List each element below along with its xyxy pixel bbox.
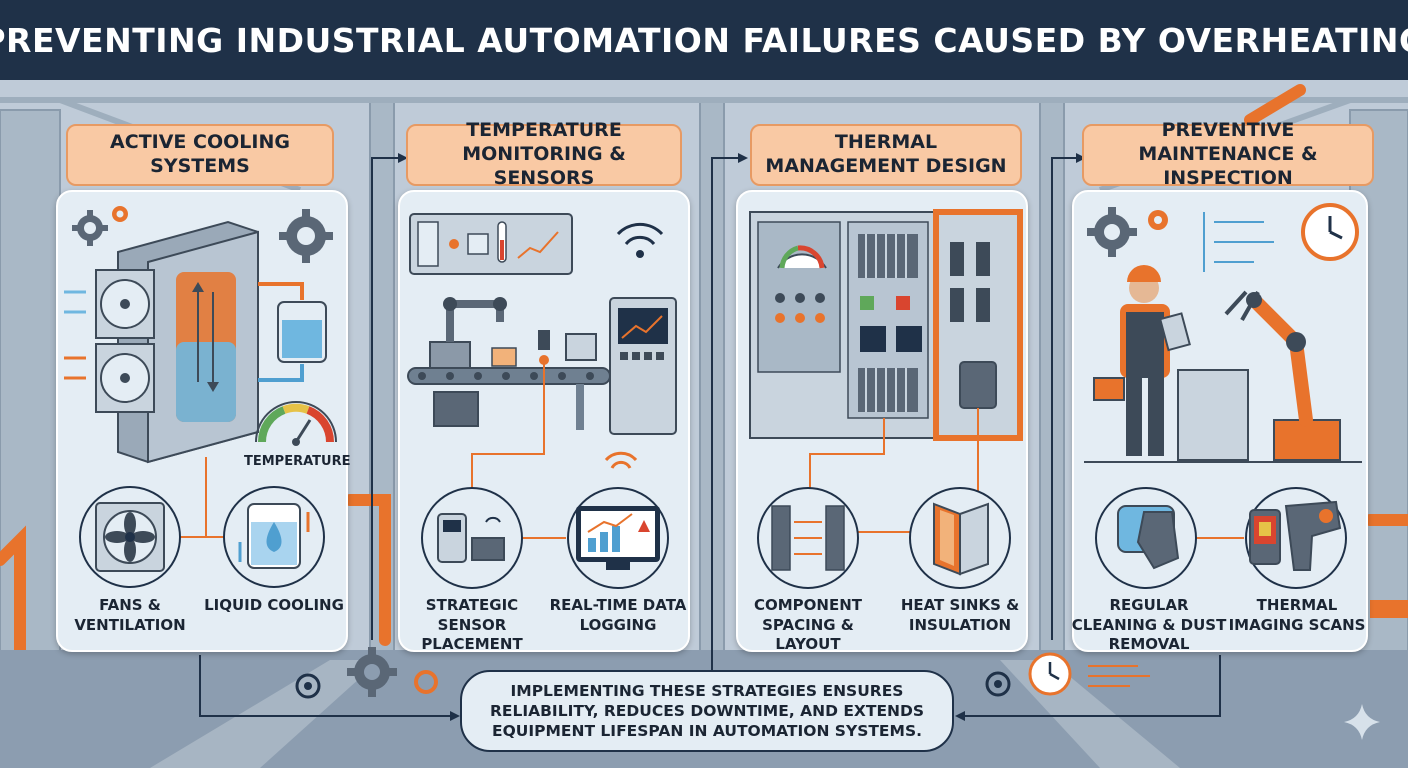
- sensor-icon: [538, 330, 550, 365]
- control-panel-icon: [409, 213, 573, 275]
- connector-to-footer-left: [199, 655, 455, 717]
- control-console-icon: [1177, 369, 1249, 461]
- section-title-preventive-maintenance: PREVENTIVE MAINTENANCE & INSPECTION: [1082, 119, 1374, 189]
- robot-arm-icon: [1224, 290, 1341, 461]
- summary-text: IMPLEMENTING THESE STRATEGIES ENSURES RE…: [489, 681, 925, 741]
- section-title-thermal-management: THERMAL MANAGEMENT DESIGN: [750, 124, 1022, 186]
- connector-3-4: [1051, 157, 1078, 640]
- sensor-module-icon: [565, 333, 597, 361]
- temperature-gauge-icon: [255, 401, 337, 446]
- item-label-fans-ventilation: FANS & VENTILATION: [74, 596, 186, 634]
- item-label-strategic-sensor-placement: STRATEGIC SENSOR PLACEMENT: [421, 596, 523, 653]
- item-label-regular-cleaning: REGULAR CLEANING & DUST REMOVAL: [1071, 596, 1227, 653]
- insulation-icon: [909, 487, 1011, 589]
- connector-to-footer-right: [960, 655, 1221, 717]
- temperature-label: TEMPERATURE: [244, 454, 351, 469]
- item-label-thermal-imaging-scans: THERMAL IMAGING SCANS: [1228, 596, 1366, 634]
- conveyor-belt-icon: [407, 367, 611, 430]
- item-label-component-spacing-layout: COMPONENT SPACING & LAYOUT: [753, 596, 863, 653]
- robot-arm-icon: [429, 297, 517, 369]
- technician-icon: [1093, 265, 1191, 456]
- component-spacing-icon: [757, 487, 859, 589]
- section-title-active-cooling: ACTIVE COOLING SYSTEMS: [66, 124, 334, 186]
- gear-icon: [72, 210, 108, 246]
- fan-icon: [79, 486, 181, 588]
- control-cabinet-icon: [609, 297, 677, 435]
- item-label-real-time-data-logging: REAL-TIME DATA LOGGING: [549, 596, 687, 634]
- item-label-heat-sinks-insulation: HEAT SINKS & INSULATION: [900, 596, 1020, 634]
- cleaning-glove-icon: [1095, 487, 1197, 589]
- cooling-cabinet-icon: [95, 220, 259, 464]
- panel-thermal-management: COMPONENT SPACING & LAYOUT HEAT SINKS & …: [736, 190, 1028, 653]
- title-banner: PREVENTING INDUSTRIAL AUTOMATION FAILURE…: [0, 0, 1408, 80]
- wifi-icon: [616, 222, 664, 246]
- panel-active-cooling: TEMPERATURE FANS & VENTILATION LIQUID CO…: [56, 190, 351, 652]
- page-title: PREVENTING INDUSTRIAL AUTOMATION FAILURE…: [0, 20, 1408, 60]
- connector-2-3: [711, 157, 740, 672]
- thermal-camera-icon: [1245, 487, 1347, 589]
- panel-preventive-maintenance: REGULAR CLEANING & DUST REMOVAL THERMAL …: [1071, 190, 1368, 653]
- gear-icon: [279, 209, 333, 263]
- connector-1-2: [371, 157, 400, 640]
- monitor-chart-icon: [567, 487, 669, 589]
- gear-icon: [1148, 210, 1168, 230]
- item-label-liquid-cooling: LIQUID COOLING: [204, 596, 344, 614]
- summary-box: IMPLEMENTING THESE STRATEGIES ENSURES RE…: [460, 670, 954, 752]
- panel-temperature-monitoring: STRATEGIC SENSOR PLACEMENT REAL-TIME DAT…: [398, 190, 690, 653]
- wifi-icon: [604, 451, 638, 469]
- gear-icon: [112, 206, 128, 222]
- electrical-cabinet-icon: [749, 209, 1023, 441]
- coolant-reservoir-icon: [258, 282, 327, 382]
- circuit-icon: [1203, 212, 1274, 272]
- sensor-icon: [421, 487, 523, 589]
- section-title-temperature-monitoring: TEMPERATURE MONITORING & SENSORS: [406, 119, 682, 189]
- liquid-cooling-icon: [223, 486, 325, 588]
- gear-icon: [1087, 207, 1137, 257]
- clock-icon: [1301, 203, 1359, 261]
